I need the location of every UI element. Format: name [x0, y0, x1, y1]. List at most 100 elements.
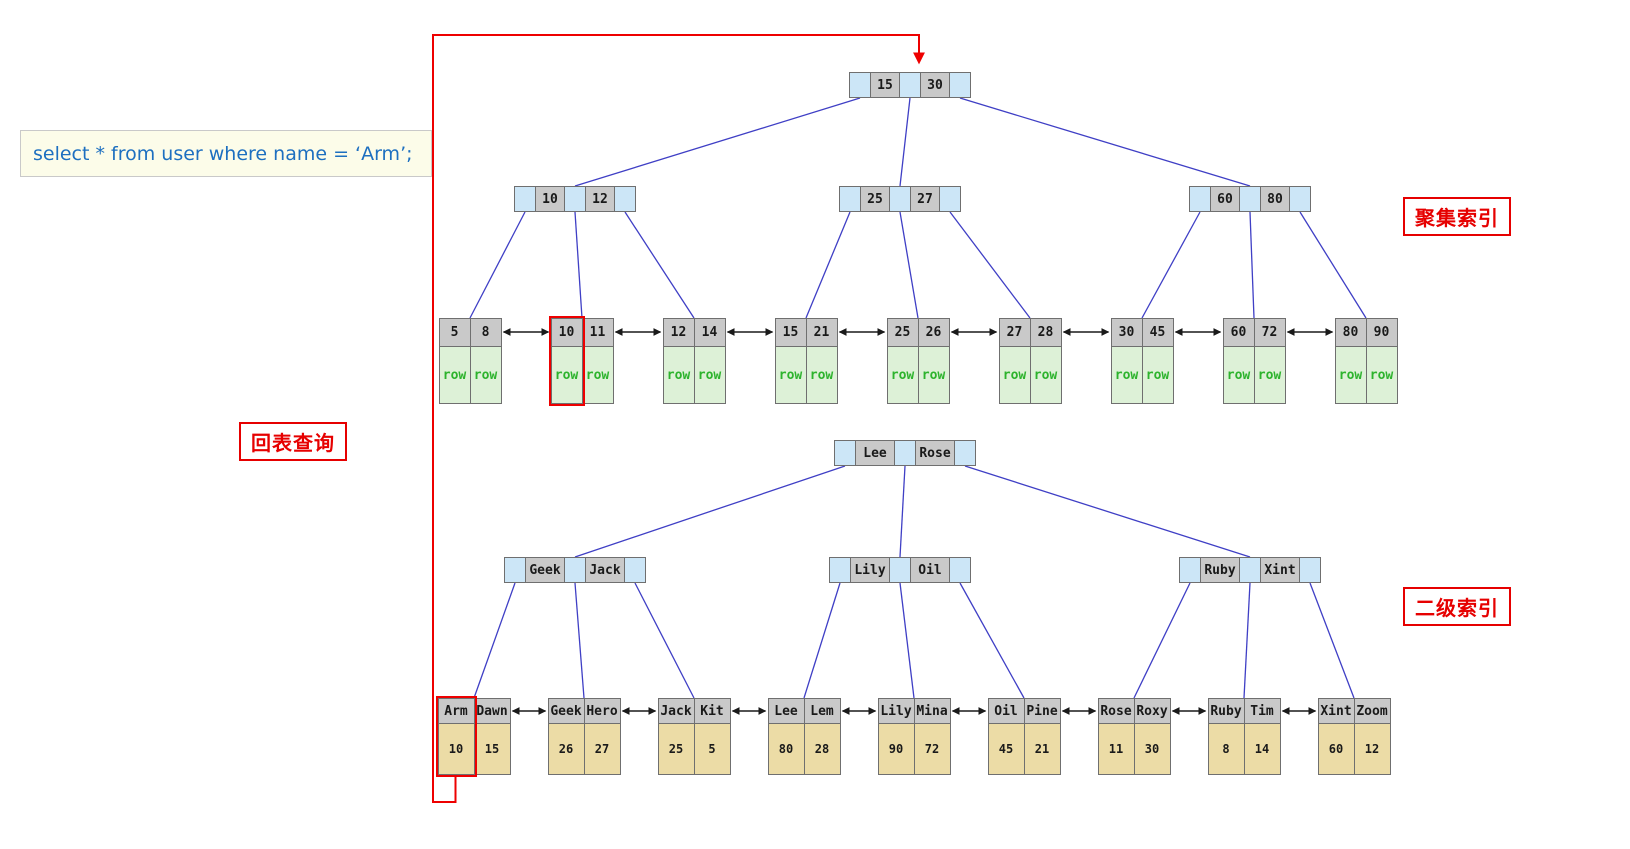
key-cell: Geek — [547, 698, 585, 724]
id-value-cell: 90 — [877, 723, 915, 775]
key-cell: 21 — [805, 318, 838, 347]
tree-edge — [1299, 211, 1367, 319]
key-cell: 10 — [535, 186, 565, 212]
pointer-cell — [624, 557, 646, 583]
pointer-cell — [614, 186, 636, 212]
id-value-cell: 72 — [913, 723, 951, 775]
key-cell: 72 — [1253, 318, 1286, 347]
tree-edge — [469, 211, 526, 319]
key-cell: Lee — [767, 698, 805, 724]
tree-edge — [574, 97, 861, 187]
key-cell: Xint — [1317, 698, 1355, 724]
key-cell: 14 — [693, 318, 726, 347]
key-cell: Oil — [987, 698, 1025, 724]
pointer-cell — [1179, 557, 1201, 583]
tree-edge — [899, 97, 911, 187]
key-cell: Pine — [1023, 698, 1061, 724]
id-value-cell: 60 — [1317, 723, 1355, 775]
id-value-cell: 28 — [803, 723, 841, 775]
row-data-cell: row — [1253, 346, 1286, 404]
id-value-cell: 45 — [987, 723, 1025, 775]
key-cell: Lee — [855, 440, 895, 466]
key-cell: Ruby — [1207, 698, 1245, 724]
id-value-cell: 12 — [1353, 723, 1391, 775]
pointer-cell — [849, 72, 871, 98]
tree-edge — [1309, 582, 1355, 699]
pointer-cell — [899, 72, 921, 98]
key-cell: Dawn — [473, 698, 511, 724]
key-cell: 5 — [438, 318, 471, 347]
id-value-cell: 27 — [583, 723, 621, 775]
key-cell: Hero — [583, 698, 621, 724]
pointer-cell — [889, 186, 911, 212]
id-value-cell: 11 — [1097, 723, 1135, 775]
key-cell: Arm — [437, 698, 475, 724]
tree-edge — [899, 211, 919, 319]
row-data-cell: row — [1222, 346, 1255, 404]
key-cell: 15 — [774, 318, 807, 347]
key-cell: 60 — [1222, 318, 1255, 347]
tree-edge — [805, 211, 851, 319]
tree-edge — [574, 465, 846, 558]
pointer-cell — [954, 440, 976, 466]
key-cell: 30 — [920, 72, 950, 98]
back-to-table-path — [432, 34, 925, 803]
tree-edge — [624, 211, 695, 319]
key-cell: Zoom — [1353, 698, 1391, 724]
pointer-cell — [894, 440, 916, 466]
key-cell: 12 — [662, 318, 695, 347]
key-cell: 8 — [469, 318, 502, 347]
secondary-index-label: 二级索引 — [1403, 587, 1511, 626]
tree-edge — [1249, 211, 1255, 319]
key-cell: Tim — [1243, 698, 1281, 724]
id-value-cell: 26 — [547, 723, 585, 775]
key-cell: 30 — [1110, 318, 1143, 347]
tree-edge — [803, 582, 841, 699]
id-value-cell: 8 — [1207, 723, 1245, 775]
key-cell: 12 — [585, 186, 615, 212]
row-data-cell: row — [693, 346, 726, 404]
key-cell: 15 — [870, 72, 900, 98]
tree-edge — [574, 211, 583, 319]
row-data-cell: row — [805, 346, 838, 404]
tree-edge — [1141, 211, 1201, 319]
tree-edge — [949, 211, 1031, 319]
id-value-cell: 80 — [767, 723, 805, 775]
row-data-cell: row — [1110, 346, 1143, 404]
key-cell: 90 — [1365, 318, 1398, 347]
key-cell: Oil — [910, 557, 950, 583]
row-data-cell: row — [917, 346, 950, 404]
pointer-cell — [564, 186, 586, 212]
key-cell: Geek — [525, 557, 565, 583]
